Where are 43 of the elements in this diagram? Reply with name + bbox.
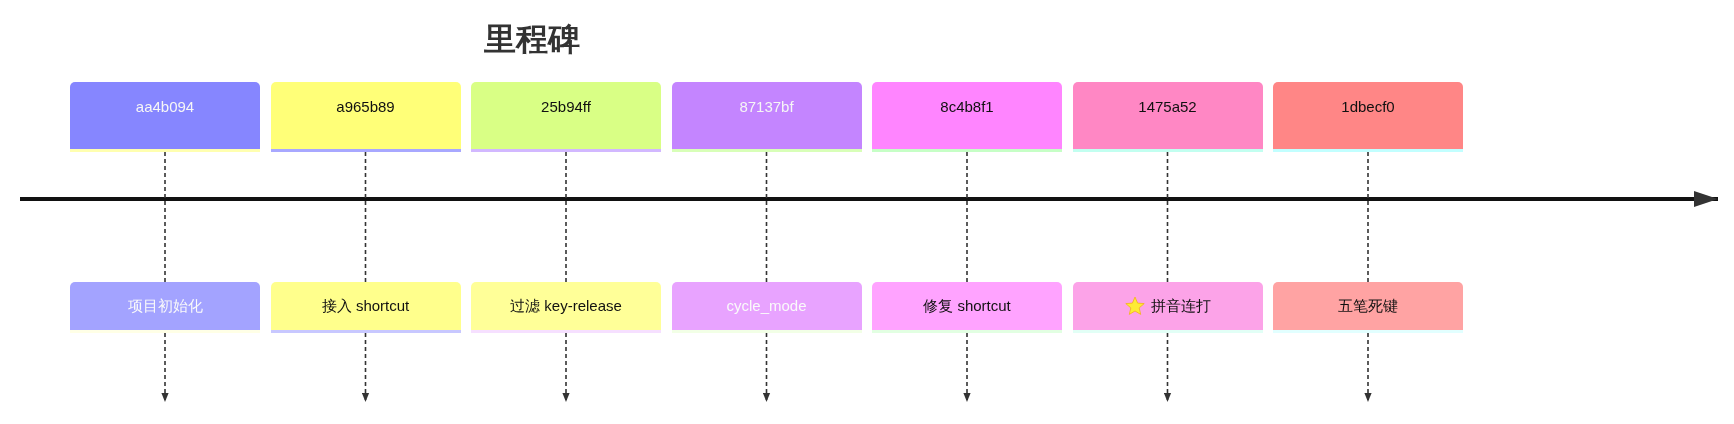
dashed-line: [164, 151, 166, 283]
dashed-line: [765, 151, 768, 283]
event-label: cycle_mode: [726, 297, 807, 315]
period-box: [1273, 82, 1463, 152]
commit-hash: 1475a52: [1138, 98, 1197, 116]
period-box: [270, 82, 461, 152]
period-box: [471, 82, 661, 152]
arrow: [562, 332, 570, 403]
event-label: 项目初始化: [127, 297, 203, 315]
arrow: [963, 332, 971, 403]
dashed-line: [1166, 151, 1169, 283]
arrow: [1364, 332, 1372, 403]
commit-hash: 1dbecf0: [1341, 98, 1395, 116]
event-label: 修复 shortcut: [923, 297, 1011, 315]
dashed-line: [966, 151, 968, 283]
commit-hash: 25b94ff: [541, 98, 591, 116]
event-box: [1273, 282, 1463, 333]
title: 里程碑: [484, 20, 580, 58]
commit-hash: 87137bf: [739, 98, 794, 116]
event-box: [1072, 282, 1263, 333]
period-box: [872, 82, 1062, 152]
commit-hash: a965b89: [336, 98, 395, 116]
event-label: 过滤 key-release: [510, 297, 622, 315]
dashed-line: [1367, 151, 1369, 283]
event-box: [671, 282, 862, 333]
arrow: [361, 332, 370, 403]
event-box: [471, 282, 661, 333]
dashed-line: [364, 151, 367, 283]
commit-hash: 8c4b8f1: [940, 98, 994, 116]
event-box: [70, 282, 260, 333]
arrow: [1163, 332, 1172, 403]
arrow: [762, 332, 771, 403]
period-box: [671, 82, 862, 152]
event-label: 拼音连打: [1150, 297, 1211, 315]
dashed-line: [565, 151, 567, 283]
event-label: 接入 shortcut: [321, 297, 410, 315]
commit-hash: aa4b094: [135, 98, 195, 116]
event-box: [270, 282, 461, 333]
event-box: [872, 282, 1062, 333]
event-label: 五笔死键: [1338, 297, 1398, 315]
period-box: [1072, 82, 1263, 152]
arrow: [161, 332, 169, 403]
period-box: [70, 82, 260, 152]
